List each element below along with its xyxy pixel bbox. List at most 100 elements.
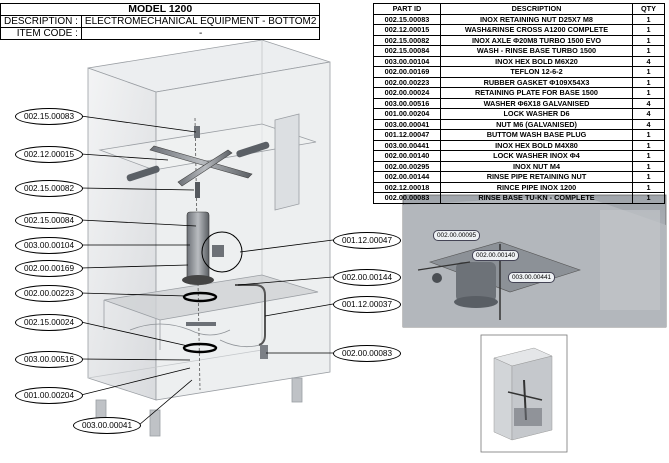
part-id-cell: 002.12.00018 — [373, 181, 441, 193]
callout-leaders — [80, 115, 334, 426]
part-id-cell: 003.00.00041 — [373, 118, 441, 130]
column-header: QTY — [632, 3, 665, 15]
callout-label: 002.00.00144 — [333, 269, 401, 286]
column-header: DESCRIPTION — [440, 3, 633, 15]
part-id-cell: 002.00.00169 — [373, 66, 441, 78]
part-id-cell: 002.15.00083 — [373, 13, 441, 25]
overview-thumbnail — [480, 334, 568, 453]
description-cell: BUTTOM WASH BASE PLUG — [440, 129, 633, 141]
callout-label: 001.12.00037 — [333, 296, 401, 313]
title-block: MODEL 1200 DESCRIPTION : ELECTROMECHANIC… — [0, 3, 321, 40]
description-cell: INOX NUT M4 — [440, 160, 633, 172]
qty-cell: 1 — [632, 129, 665, 141]
qty-cell: 1 — [632, 139, 665, 151]
description-cell: LOCK WASHER INOX Φ4 — [440, 150, 633, 162]
callout-label: 002.15.00082 — [15, 180, 83, 197]
parts-table-header: PART ID DESCRIPTION QTY — [373, 3, 665, 15]
qty-cell: 1 — [632, 13, 665, 25]
callout-label: 002.12.00015 — [15, 146, 83, 163]
callout-label: 002.00.00223 — [15, 285, 83, 302]
part-id-cell: 002.00.00024 — [373, 87, 441, 99]
part-id-cell: 001.12.00047 — [373, 129, 441, 141]
part-id-cell: 002.12.00015 — [373, 24, 441, 36]
part-id-cell: 002.00.00140 — [373, 150, 441, 162]
qty-cell: 4 — [632, 55, 665, 67]
qty-cell: 1 — [632, 76, 665, 88]
qty-cell: 1 — [632, 66, 665, 78]
qty-cell: 1 — [632, 160, 665, 172]
qty-cell: 1 — [632, 192, 665, 204]
qty-cell: 1 — [632, 150, 665, 162]
qty-cell: 1 — [632, 171, 665, 183]
detail-inset — [402, 194, 667, 328]
description-cell: INOX AXLE Φ20M8 TURBO 1500 EVO — [440, 34, 633, 46]
description-value: ELECTROMECHANICAL EQUIPMENT - BOTTOM2 — [80, 15, 321, 28]
item-code-value: - — [80, 27, 321, 40]
description-cell: TEFLON 12-6-2 — [440, 66, 633, 78]
item-code-label: ITEM CODE : — [0, 27, 82, 40]
description-cell: RINSE BASE TU-KN - COMPLETE — [440, 192, 633, 204]
part-id-cell: 002.15.00082 — [373, 34, 441, 46]
part-id-cell: 002.15.00084 — [373, 45, 441, 57]
description-label: DESCRIPTION : — [0, 15, 82, 28]
callout-label: 003.00.00516 — [15, 351, 83, 368]
qty-cell: 4 — [632, 108, 665, 120]
part-id-cell: 002.00.00295 — [373, 160, 441, 172]
qty-cell: 1 — [632, 181, 665, 193]
callout-label: 002.00.00083 — [333, 345, 401, 362]
description-cell: WASHER Φ6X18 GALVANISED — [440, 97, 633, 109]
part-id-cell: 003.00.00441 — [373, 139, 441, 151]
part-id-cell: 002.00.00223 — [373, 76, 441, 88]
part-id-cell: 002.00.00083 — [373, 192, 441, 204]
qty-cell: 1 — [632, 24, 665, 36]
callout-label: 003.00.00104 — [15, 237, 83, 254]
callout-label: 001.12.00047 — [333, 232, 401, 249]
qty-cell: 4 — [632, 118, 665, 130]
description-cell: INOX RETAINING NUT D25X7 M8 — [440, 13, 633, 25]
part-id-cell: 001.00.00204 — [373, 108, 441, 120]
callout-label: 002.00.00169 — [15, 260, 83, 277]
description-cell: INOX HEX BOLD M4X80 — [440, 139, 633, 151]
inset-callout-label: 002.00.00095 — [433, 230, 481, 241]
qty-cell: 1 — [632, 34, 665, 46]
qty-cell: 1 — [632, 87, 665, 99]
description-cell: NUT M6 (GALVANISED) — [440, 118, 633, 130]
part-id-cell: 003.00.00516 — [373, 97, 441, 109]
description-cell: WASH&RINSE CROSS A1200 COMPLETE — [440, 24, 633, 36]
model-title: MODEL 1200 — [0, 3, 321, 16]
qty-cell: 4 — [632, 97, 665, 109]
callout-label: 002.15.00024 — [15, 314, 83, 331]
column-header: PART ID — [373, 3, 441, 15]
description-cell: LOCK WASHER D6 — [440, 108, 633, 120]
part-id-cell: 002.00.00144 — [373, 171, 441, 183]
description-cell: RETAINING PLATE FOR BASE 1500 — [440, 87, 633, 99]
callout-label: 002.15.00084 — [15, 212, 83, 229]
callout-label: 001.00.00204 — [15, 387, 83, 404]
description-cell: RUBBER GASKET Φ109X54X3 — [440, 76, 633, 88]
inset-callout-label: 002.00.00140 — [472, 250, 520, 261]
callout-label: 003.00.00041 — [73, 417, 141, 434]
inset-callout-label: 003.00.00441 — [508, 272, 556, 283]
part-id-cell: 003.00.00104 — [373, 55, 441, 67]
description-cell: RINCE PIPE INOX 1200 — [440, 181, 633, 193]
